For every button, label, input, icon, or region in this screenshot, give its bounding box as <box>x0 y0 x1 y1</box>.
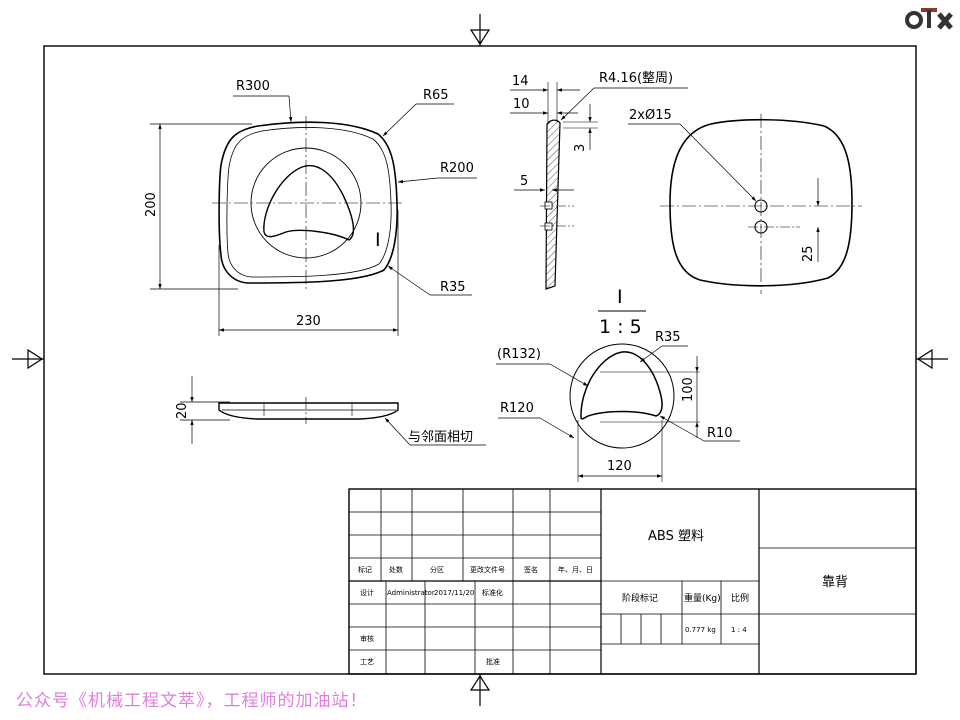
detail-width-label: 120 <box>607 459 632 474</box>
tb-header-mark: 标记 <box>358 565 372 574</box>
section-10-label: 10 <box>513 97 530 112</box>
detail-height-label: 100 <box>681 377 696 402</box>
tb-design-date: 2017/11/20 <box>434 589 474 597</box>
detail-boss-circle <box>569 343 675 449</box>
front-detail-mark: I <box>375 229 381 251</box>
rear-view: 2xØ15 25 <box>628 108 862 294</box>
drawing-border <box>43 45 917 675</box>
rear-outline <box>669 118 853 287</box>
rear-holes-label: 2xØ15 <box>629 108 672 123</box>
tb-header-zone: 分区 <box>430 565 444 574</box>
section-14-label: 14 <box>512 74 529 89</box>
centering-mark-bottom <box>469 674 491 706</box>
section-profile <box>545 119 561 290</box>
tb-weight-label: 重量(Kg) <box>684 592 721 604</box>
tb-header-count: 处数 <box>389 565 403 574</box>
bottom-tangent-note: 与邻面相切 <box>408 430 473 445</box>
detail-r132-label: (R132) <box>497 347 541 362</box>
rear-hole-upper <box>754 199 768 213</box>
bottom-view: 20 与邻面相切 <box>175 376 486 446</box>
section-3-label: 3 <box>573 144 588 152</box>
centering-mark-top <box>469 14 491 46</box>
tb-part-name: 靠背 <box>822 575 848 590</box>
tb-approve: 批准 <box>486 657 500 666</box>
front-r200-label: R200 <box>440 161 474 176</box>
front-r300-label: R300 <box>236 79 270 94</box>
tb-process: 工艺 <box>360 658 374 666</box>
detail-r10-label: R10 <box>707 426 733 441</box>
rear-spacing-label: 25 <box>801 245 816 262</box>
tb-header-change-doc: 更改文件号 <box>470 565 505 574</box>
tb-standardize: 标准化 <box>482 588 503 597</box>
tb-weight: 0.777 kg <box>685 626 716 634</box>
tb-scale-label: 比例 <box>731 592 749 604</box>
front-r65-label: R65 <box>423 88 449 103</box>
detail-view: I 1 : 5 100 120 (R132) R35 R120 R10 <box>496 286 740 482</box>
front-grip-hole <box>263 164 355 241</box>
tb-material: ABS 塑料 <box>648 529 704 544</box>
tb-scale: 1 : 4 <box>731 626 747 634</box>
bottom-thickness-label: 20 <box>175 402 190 419</box>
detail-scale: 1 : 5 <box>599 316 642 338</box>
tb-stage-mark: 阶段标记 <box>622 592 658 604</box>
section-view: 14 10 R4.16(整周) 3 5 <box>510 71 688 290</box>
front-height-label: 200 <box>144 192 159 217</box>
detail-grip-hole <box>580 351 663 420</box>
title-block: 标记 处数 分区 更改文件号 签名 年、月、日 设计 Administrator… <box>348 488 917 675</box>
centering-mark-left <box>12 348 44 370</box>
detail-r120-label: R120 <box>500 401 534 416</box>
section-5-label: 5 <box>520 174 528 189</box>
tb-header-date: 年、月、日 <box>558 565 593 574</box>
tb-design-label: 设计 <box>360 588 374 597</box>
centering-mark-right <box>916 348 948 370</box>
front-r35-label: R35 <box>440 280 466 295</box>
front-width-label: 230 <box>296 314 321 329</box>
front-outline <box>218 121 398 284</box>
tb-review: 审核 <box>360 634 374 643</box>
brand-logo-icon <box>903 4 955 38</box>
tb-header-signature: 签名 <box>524 565 538 574</box>
front-view: 200 230 R300 R65 R200 R35 I <box>144 79 477 336</box>
detail-label: I <box>617 286 623 308</box>
section-fillet-label: R4.16(整周) <box>599 71 673 86</box>
bottom-outline <box>218 402 399 420</box>
detail-r35-label: R35 <box>655 330 681 345</box>
footer-note: 公众号《机械工程文萃》，工程师的加油站！ <box>16 691 368 711</box>
tb-designer: Administrator <box>387 589 435 597</box>
